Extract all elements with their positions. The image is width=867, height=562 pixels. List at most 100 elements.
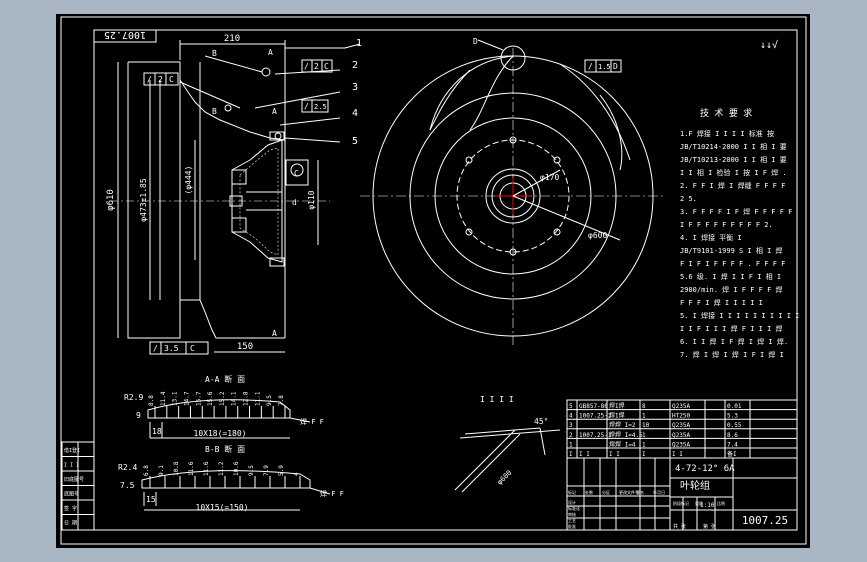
tol-frame-1: / 2 C: [143, 72, 179, 86]
section-aa-tick-label: 7.8: [278, 395, 285, 406]
callout-3: 3: [352, 82, 358, 93]
section-aa-tick-label: 15.7: [195, 391, 202, 406]
section-bb-span: 10X15(=150): [196, 503, 249, 512]
section-bb-tick-label: 11.6: [188, 461, 195, 476]
bom-cell: Q235A: [672, 403, 690, 410]
tech-req-line: 2 5.: [680, 195, 697, 203]
left-strip-cell: I I I: [64, 463, 79, 469]
title-name: 叶轮组: [680, 479, 710, 492]
tech-req-line: 6. I I 焊 I F 焊 I 焊 I 焊.: [680, 337, 788, 346]
dim-210: 210: [224, 34, 240, 44]
left-strip-cell: 签 字: [64, 505, 77, 512]
svg-text:3.5: 3.5: [164, 344, 179, 353]
section-bb-tick-label: 9.1: [158, 465, 165, 476]
title-sub-label: 审核: [568, 511, 576, 517]
title-label: 签名: [636, 489, 644, 495]
section-bb-tick-label: 7.9: [263, 465, 270, 476]
section-aa-tick-label: 9.5: [266, 395, 273, 406]
left-strip-cell: 底图号: [64, 491, 79, 498]
front-view: φ170 φ600 D / 1.5 D: [360, 37, 666, 345]
svg-text:/: /: [153, 344, 158, 353]
section-aa-tick-label: 15.6: [207, 391, 214, 406]
tech-req-line: 3. F F F F I F 焊 F F F F F: [680, 207, 792, 216]
tech-req-title: 技 术 要 求: [700, 107, 752, 119]
section-bb-tick-label: 11.2: [218, 461, 225, 476]
hub-outline: [231, 139, 283, 263]
title-label: 分区: [602, 489, 610, 495]
callout-2: 2: [352, 60, 358, 71]
tech-req-line: 4. I 焊接 平衡 I: [680, 233, 742, 242]
bom-cell: 0.55: [727, 422, 742, 429]
tol-frame-2: / 2 C: [301, 59, 333, 73]
dim-150: 150: [237, 342, 253, 352]
blade-view-label: I I I I: [480, 395, 514, 404]
title-stage-label: 重量: [695, 500, 703, 506]
dim-473: φ473±1.85: [139, 178, 148, 222]
tech-req-line: 7. 焊 I 焊 I 焊 I F I 焊 I: [680, 350, 784, 359]
tech-req-line: 1.F 焊接 I I I I 标准 按: [680, 129, 774, 138]
section-aa-title: A-A 断 面: [205, 374, 245, 384]
section-bb-tick-label: 6.8: [143, 465, 150, 476]
bom-cell: I: [642, 451, 646, 458]
bom-cell: 1: [642, 441, 646, 448]
title-sheet-label: 共 张: [673, 523, 686, 530]
svg-text:2: 2: [314, 62, 319, 71]
title-code: 1007.25: [742, 514, 788, 527]
section-aa-tick-label: 8.8: [148, 395, 155, 406]
title-scale: 1:10: [700, 502, 715, 509]
section-aa-note: 焊 F F: [300, 417, 324, 426]
title-sub-label: 标准化: [568, 505, 580, 511]
title-label: 更改文件号: [619, 489, 639, 495]
tol-frame-3: / 2.5: [301, 99, 329, 113]
title-label: 标记: [568, 489, 576, 495]
bom-cell: 7.4: [727, 441, 738, 448]
section-bb-tick-label: 11.6: [203, 461, 210, 476]
bom-cell: Q235A: [672, 441, 690, 448]
title-stage-label: 阶段标记: [673, 500, 689, 506]
bom-cell: 1: [642, 413, 646, 420]
title-stage-label: 比例: [717, 500, 725, 506]
tol-frame-4: / 3.5 C: [149, 341, 209, 355]
svg-text:/: /: [147, 75, 152, 84]
datum-a-mid: A: [272, 107, 277, 116]
bom-cell: 4: [569, 413, 573, 420]
section-aa-tick-label: 13.1: [172, 391, 179, 406]
section-aa-tick-label: 14.1: [231, 391, 238, 406]
tech-req-line: I I 相 I 检验 I 按 I F 焊 .: [680, 168, 787, 177]
svg-text:C: C: [169, 75, 174, 84]
outer-border: [60, 16, 807, 545]
title-sub-label: 工艺: [568, 518, 576, 523]
bom-cell: I I: [609, 451, 620, 458]
section-bb-note: 焊 F F: [320, 489, 344, 498]
tech-req-line: I I F I I I 焊 F I I I 焊: [680, 324, 783, 333]
dim-170: φ170: [540, 173, 559, 182]
bom-cell: 0.01: [727, 403, 742, 410]
bom-cell: HT250: [672, 413, 690, 420]
svg-text:/: /: [304, 62, 309, 71]
tech-req-line: F I F I F F F F . F F F F: [680, 260, 785, 268]
section-bb-radius: R2.4: [118, 463, 137, 472]
section-aa-radius: R2.9: [124, 393, 143, 402]
callout-1: 1: [356, 38, 362, 49]
title-label: 年月日: [653, 489, 665, 495]
tech-req-lines: 1.F 焊接 I I I I 标准 按 JB/T10214-2000 I I 相 …: [680, 129, 799, 359]
tech-req-line: JB/T10214-2000 I I 相 I 要: [680, 142, 787, 151]
code-box-top-left: 1007.25: [93, 29, 157, 43]
section-aa-tick-label: 14.7: [183, 391, 190, 406]
tech-req-line: 2900/min. 焊 I F F F F 焊: [680, 285, 783, 294]
section-bb-tick-label: 4: [293, 472, 300, 476]
section-bb-tick-label: 10.6: [233, 461, 240, 476]
section-aa-span: 10X18(=180): [194, 429, 247, 438]
datum-a-bottom: A: [272, 329, 277, 338]
title-sheet-label: 第 张: [703, 523, 716, 530]
svg-text:D: D: [613, 62, 618, 71]
tech-req-line: 5.6 级. I 焊 I I F I 相 I: [680, 272, 781, 281]
left-strip-cell: 借I登I: [64, 447, 80, 454]
tech-req-line: 2. F F I 焊 I 焊缝 F F F F: [680, 181, 785, 190]
dim-600: φ600: [588, 231, 607, 240]
dim-d: d: [292, 198, 297, 207]
inner-border: [93, 29, 798, 531]
